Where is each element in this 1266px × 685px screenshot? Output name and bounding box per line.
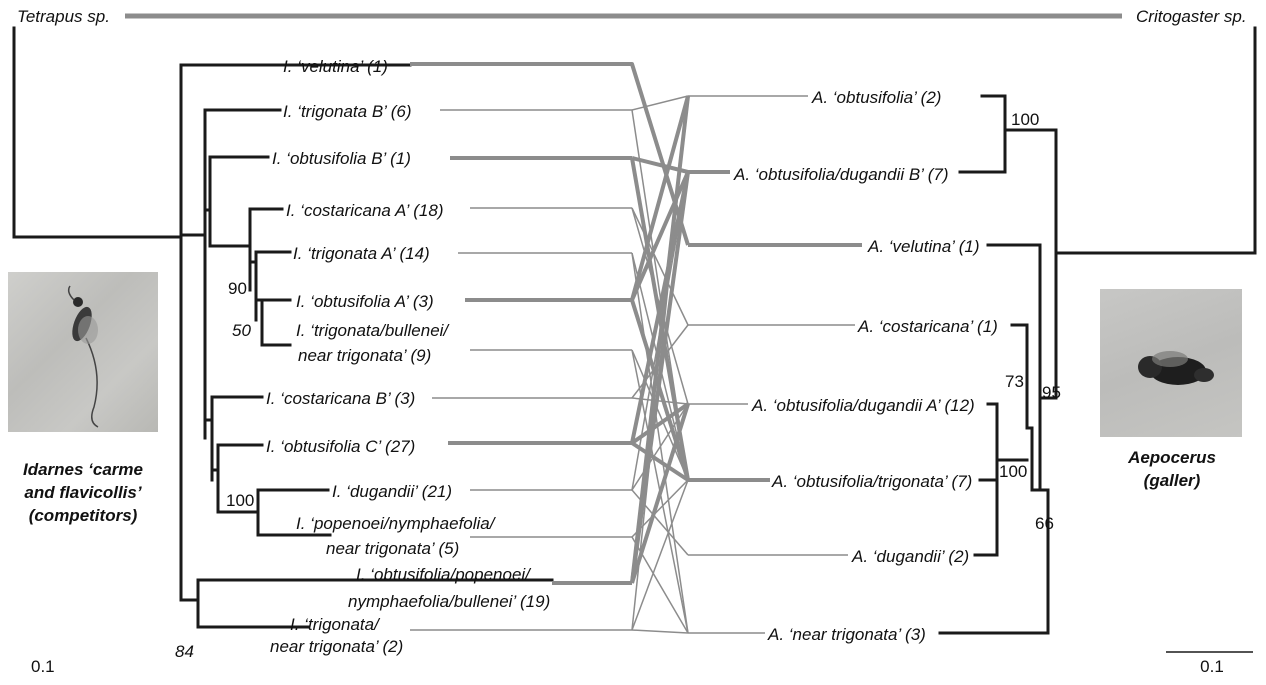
- right-outgroup-label: Critogaster sp.: [1136, 7, 1247, 26]
- idarnes-label: near trigonata’ (5): [326, 539, 459, 558]
- idarnes-caption: Idarnes ‘carme: [23, 460, 143, 479]
- idarnes-label: I. ‘obtusifolia C’ (27): [266, 437, 415, 456]
- support-value: 84: [175, 642, 194, 661]
- idarnes-label: I. ‘dugandii’ (21): [332, 482, 452, 501]
- aepocerus-top-clade-stem: [1005, 130, 1056, 398]
- idarnes-label: I. ‘costaricana A’ (18): [286, 201, 443, 220]
- idarnes-wasp-image: [8, 272, 158, 432]
- idarnes-label: I. ‘trigonata B’ (6): [283, 102, 412, 121]
- left-scale-label: 0.1: [31, 657, 55, 676]
- idarnes-label: I. ‘trigonata/: [290, 615, 381, 634]
- link: [632, 96, 688, 630]
- aepocerus-label: A. ‘costaricana’ (1): [857, 317, 998, 336]
- link: [410, 64, 688, 245]
- aepocerus-label: A. ‘obtusifolia/trigonata’ (7): [771, 472, 972, 491]
- idarnes-clade-a2: [210, 209, 250, 290]
- right-scale-label: 0.1: [1200, 657, 1224, 676]
- aepocerus-caption: Aepocerus: [1127, 448, 1216, 467]
- aepocerus-label: A. ‘velutina’ (1): [867, 237, 980, 256]
- aepocerus-label: A. ‘dugandii’ (2): [851, 547, 969, 566]
- support-value: 100: [1011, 110, 1039, 129]
- idarnes-label: I. ‘popenoei/nymphaefolia/: [296, 514, 497, 533]
- idarnes-photo: [8, 272, 158, 432]
- idarnes-labels: I. ‘velutina’ (1) I. ‘trigonata B’ (6) I…: [266, 57, 550, 656]
- link: [632, 630, 688, 633]
- aepocerus-photo: [1100, 289, 1242, 437]
- idarnes-label: near trigonata’ (2): [270, 637, 403, 656]
- idarnes-label: I. ‘costaricana B’ (3): [266, 389, 415, 408]
- support-value: 73: [1005, 372, 1024, 391]
- idarnes-label: I. ‘obtusifolia/popenoei/: [356, 565, 532, 584]
- aepocerus-label: A. ‘near trigonata’ (3): [767, 625, 926, 644]
- idarnes-label: near trigonata’ (9): [298, 346, 431, 365]
- support-value: 66: [1035, 514, 1054, 533]
- association-links: [410, 64, 862, 633]
- idarnes-caption: and flavicollis’: [24, 483, 141, 502]
- support-value: 50: [232, 321, 251, 340]
- aepocerus-label: A. ‘obtusifolia/dugandii B’ (7): [733, 165, 949, 184]
- support-value: 100: [999, 462, 1027, 481]
- aepocerus-outgroup-branch: [1056, 28, 1255, 253]
- left-outgroup-label: Tetrapus sp.: [17, 7, 110, 26]
- support-value: 100: [226, 491, 254, 510]
- idarnes-label: I. ‘trigonata A’ (14): [293, 244, 430, 263]
- idarnes-label: I. ‘obtusifolia B’ (1): [272, 149, 411, 168]
- idarnes-outgroup-branch: [14, 28, 181, 237]
- idarnes-label: I. ‘trigonata/bullenei/: [296, 321, 450, 340]
- aepocerus-wasp-image: [1100, 289, 1242, 437]
- idarnes-label: I. ‘obtusifolia A’ (3): [296, 292, 434, 311]
- idarnes-label: I. ‘velutina’ (1): [283, 57, 388, 76]
- aepocerus-labels: A. ‘obtusifolia’ (2) A. ‘obtusifolia/dug…: [733, 88, 998, 644]
- idarnes-caption: (competitors): [29, 506, 138, 525]
- aepocerus-label: A. ‘obtusifolia’ (2): [811, 88, 941, 107]
- aepocerus-caption: (galler): [1144, 471, 1201, 490]
- support-value: 90: [228, 279, 247, 298]
- link: [632, 96, 688, 110]
- aepocerus-node-100-top: [960, 96, 1005, 172]
- idarnes-label: nymphaefolia/bullenei’ (19): [348, 592, 550, 611]
- aepocerus-label: A. ‘obtusifolia/dugandii A’ (12): [751, 396, 975, 415]
- support-value: 95: [1042, 383, 1061, 402]
